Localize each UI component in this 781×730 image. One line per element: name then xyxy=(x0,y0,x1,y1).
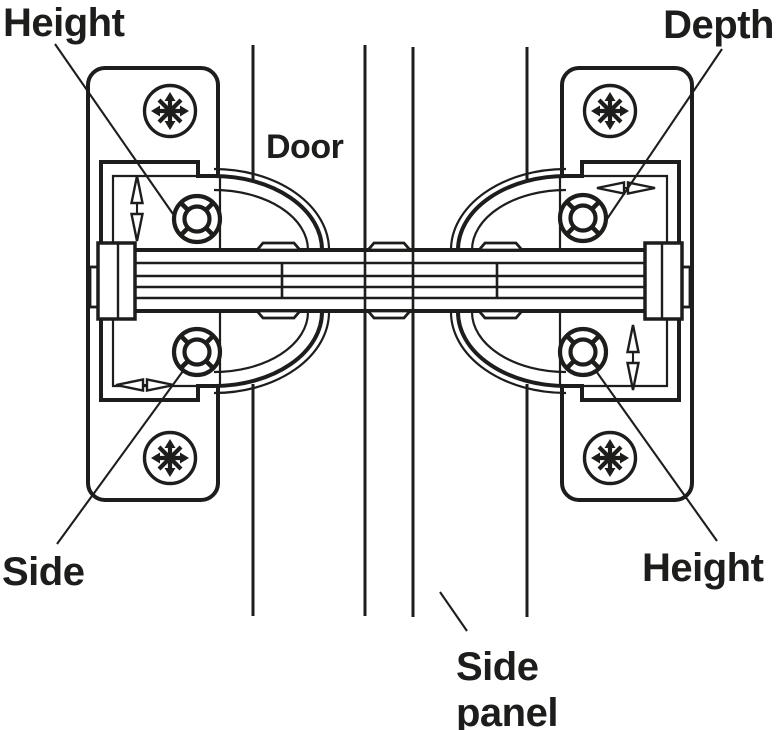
bar-end-block-left xyxy=(88,241,137,321)
leader-line-side-panel xyxy=(439,591,468,632)
side-panel-edge-lines xyxy=(411,47,529,617)
phillips-screw-icon xyxy=(585,86,636,137)
vertical-double-arrow-icon xyxy=(130,175,144,242)
leader-line-side xyxy=(56,370,184,545)
bar-clip xyxy=(253,309,304,320)
horizontal-double-arrow-icon xyxy=(596,181,656,195)
bar-clip xyxy=(364,241,414,252)
hinge-cup-outer-arc xyxy=(213,167,331,251)
phillips-screw-icon xyxy=(145,86,196,137)
hinge-cup-inner-arc xyxy=(470,188,567,251)
label-height-top-left: Height xyxy=(3,1,125,45)
bar-clip xyxy=(475,241,526,252)
leader-line-depth xyxy=(604,48,723,223)
label-side-panel-line1: Side xyxy=(456,645,538,689)
bar-clips xyxy=(253,241,526,320)
bar-clip xyxy=(475,309,526,320)
hinge-cup-outer-arc xyxy=(449,311,567,395)
horizontal-double-arrow-icon xyxy=(115,378,175,392)
label-side: Side xyxy=(2,550,84,594)
hinge-link-bars xyxy=(88,241,692,321)
bar-clip xyxy=(364,309,414,320)
bar-end-block-right xyxy=(643,241,692,321)
hinge-cup-inner-arc xyxy=(470,311,567,374)
phillips-screw-icon xyxy=(145,433,196,484)
phillips-screw-icon xyxy=(585,433,636,484)
leader-line-height-bottom xyxy=(595,370,718,542)
label-door: Door xyxy=(266,128,344,166)
door-edge-lines xyxy=(251,45,367,616)
bar-lines-inner xyxy=(112,261,668,300)
label-depth: Depth xyxy=(663,3,774,47)
label-height-bottom-right: Height xyxy=(642,546,764,590)
hinge-cup-outer-arc xyxy=(213,311,331,395)
end-block xyxy=(96,241,137,321)
end-block xyxy=(643,241,684,321)
bar-link-joints xyxy=(280,250,499,311)
label-side-panel-line2: panel xyxy=(456,691,558,730)
hinge-cup-inner-arc xyxy=(213,188,310,251)
leader-line-height-top xyxy=(54,43,174,215)
bars-backfill xyxy=(112,250,668,311)
bar-clip xyxy=(253,241,304,252)
hinge-cup-outer-arc xyxy=(449,167,567,251)
vertical-double-arrow-icon xyxy=(626,324,640,391)
hinge-cup-inner-arc xyxy=(213,311,310,374)
